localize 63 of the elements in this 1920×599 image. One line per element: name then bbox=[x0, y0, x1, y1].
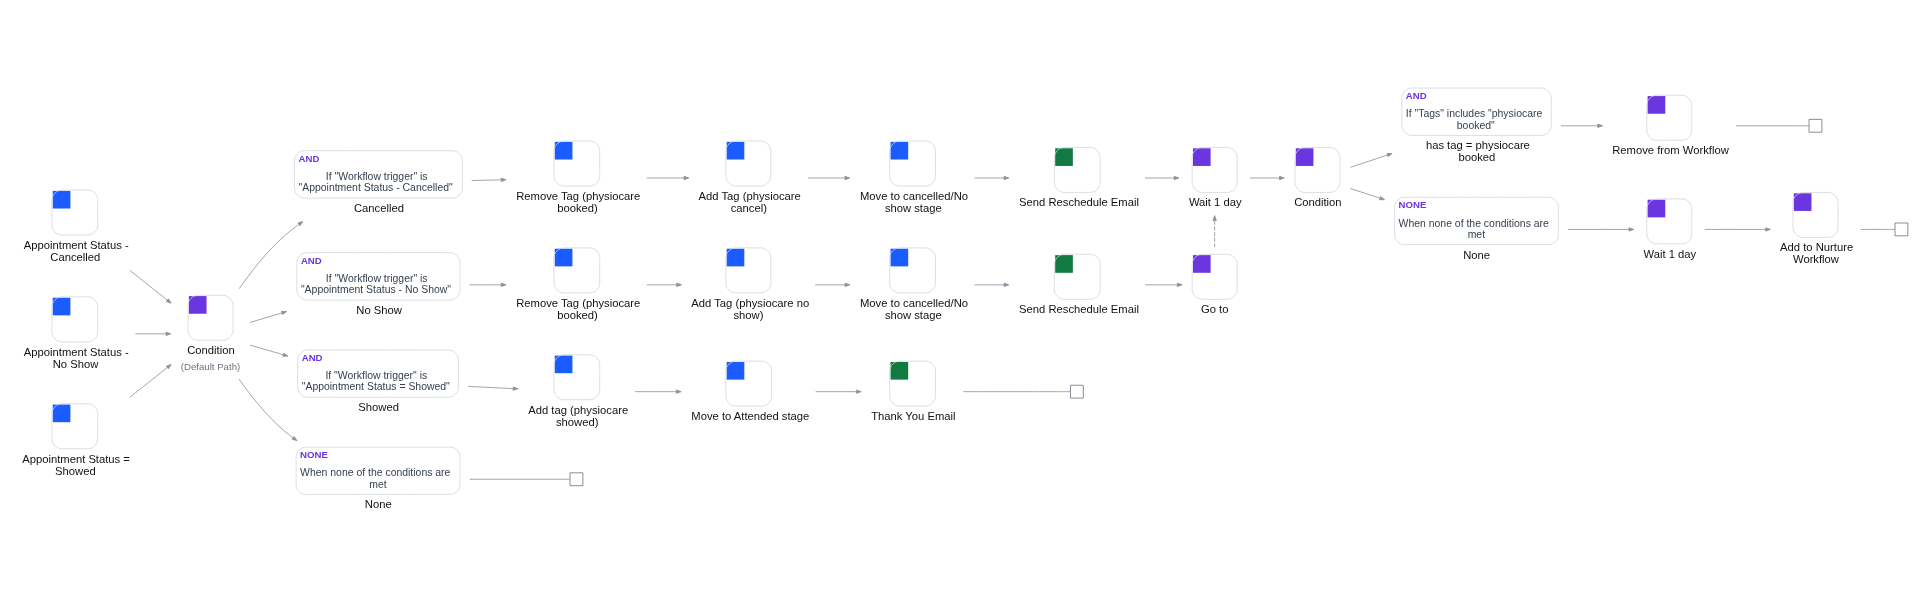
node-label: Move to cancelled/No show stage bbox=[859, 296, 969, 321]
node-label: Move to Attended stage bbox=[691, 409, 810, 422]
arrow bbox=[129, 364, 172, 398]
node-label: Add tag (physiocare showed) bbox=[528, 403, 629, 428]
node-label: Add to Nurture Workflow bbox=[1780, 241, 1854, 266]
arrow bbox=[238, 221, 304, 290]
node-label: None bbox=[1463, 248, 1491, 261]
node-label: Appointment Status - Cancelled bbox=[23, 238, 129, 263]
node-label: Add Tag (physiocare no show) bbox=[691, 296, 810, 321]
arrow bbox=[238, 378, 298, 441]
node-label: has tag = physiocare booked bbox=[1425, 139, 1530, 164]
arrow bbox=[249, 310, 287, 323]
node-label: Thank You Email bbox=[871, 409, 956, 422]
node-label: Send Reschedule Email bbox=[1019, 196, 1139, 209]
arrow bbox=[471, 177, 507, 182]
node-label: Add Tag (physiocare cancel) bbox=[698, 189, 801, 214]
node-label: Condition bbox=[1294, 196, 1342, 209]
node-label: Cancelled bbox=[353, 201, 404, 214]
arrow bbox=[469, 282, 507, 287]
arrow bbox=[1567, 227, 1635, 232]
connector bbox=[962, 391, 1071, 393]
arrow bbox=[1704, 227, 1771, 232]
node-label: Go to bbox=[1200, 303, 1229, 316]
arrow bbox=[1350, 153, 1393, 168]
connector bbox=[1735, 125, 1810, 127]
node-box bbox=[569, 472, 584, 487]
connector bbox=[469, 478, 571, 480]
arrow bbox=[1350, 188, 1385, 201]
arrow bbox=[249, 344, 289, 357]
arrow bbox=[135, 331, 172, 336]
node-label: No Show bbox=[356, 303, 402, 316]
node-label: Remove Tag (physiocare booked) bbox=[516, 296, 641, 321]
node-label: Condition bbox=[187, 344, 235, 357]
arrow bbox=[646, 282, 682, 287]
node-box bbox=[1808, 118, 1823, 133]
node-label: None bbox=[364, 498, 392, 511]
node-label: Move to cancelled/No show stage bbox=[859, 189, 969, 214]
arrow bbox=[814, 282, 851, 287]
arrow bbox=[1212, 215, 1217, 248]
node-label: Remove Tag (physiocare booked) bbox=[516, 189, 641, 214]
node-box bbox=[1894, 222, 1909, 237]
node-label: Wait 1 day bbox=[1188, 196, 1242, 209]
arrow bbox=[634, 389, 682, 394]
node-label: Remove from Workflow bbox=[1612, 144, 1729, 157]
arrow bbox=[129, 270, 172, 304]
arrow bbox=[646, 175, 690, 181]
arrow bbox=[1144, 282, 1183, 287]
node-label: Showed bbox=[358, 401, 399, 414]
node-label: (Default Path) bbox=[180, 360, 241, 372]
arrow bbox=[1249, 175, 1285, 181]
node-label: Appointment Status - No Show bbox=[23, 345, 129, 370]
arrow bbox=[467, 386, 519, 391]
arrow bbox=[974, 282, 1010, 287]
arrow bbox=[815, 389, 862, 394]
arrow bbox=[807, 175, 851, 181]
arrow bbox=[1144, 175, 1180, 181]
arrow bbox=[1560, 123, 1603, 128]
arrow bbox=[974, 175, 1010, 181]
connector bbox=[1860, 229, 1896, 230]
node-label: Wait 1 day bbox=[1643, 247, 1697, 260]
node-label: Appointment Status = Showed bbox=[22, 452, 130, 477]
node-label: Send Reschedule Email bbox=[1019, 303, 1139, 316]
node-box bbox=[1070, 384, 1084, 399]
